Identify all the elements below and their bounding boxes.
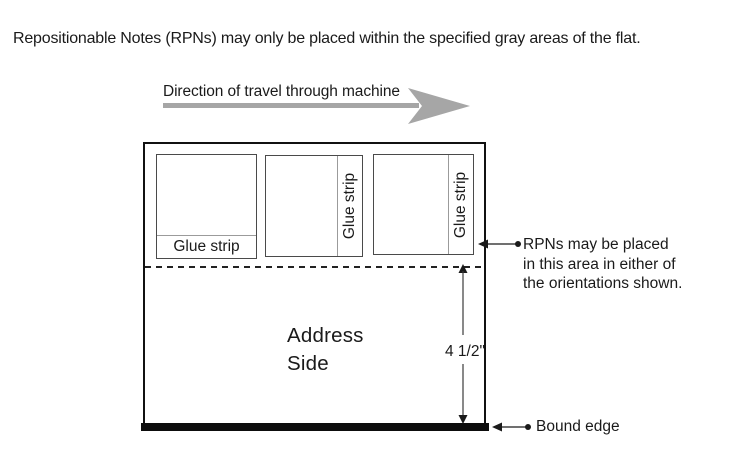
intro-text: Repositionable Notes (RPNs) may only be … (13, 30, 641, 47)
glue-strip-horizontal: Glue strip (157, 235, 256, 258)
dimension-arrow-icon (458, 264, 468, 424)
glue-strip-vertical: Glue strip (337, 156, 362, 256)
rpn-note-glue-right-2: Glue strip (373, 154, 474, 255)
rpn-note-glue-right-1: Glue strip (265, 155, 363, 257)
rpn-area-callout-line1: RPNs may be placed (523, 236, 669, 253)
rpn-area-boundary-dashed-line (145, 266, 484, 268)
glue-strip-label: Glue strip (173, 238, 240, 255)
bound-edge-callout-text: Bound edge (536, 418, 620, 435)
rpn-area-callout-line2: in this area in either of (523, 255, 676, 273)
address-side-label: Address Side (287, 322, 364, 378)
direction-arrow-head-icon (408, 88, 470, 124)
address-side-line1: Address (287, 324, 364, 347)
glue-strip-vertical: Glue strip (448, 155, 473, 254)
rpn-note-glue-bottom: Glue strip (156, 154, 257, 259)
dimension-label: 4 1/2" (445, 343, 485, 360)
bound-edge-callout-arrow-icon (492, 422, 531, 432)
glue-strip-label: Glue strip (452, 171, 469, 238)
direction-arrow-shaft (163, 103, 419, 108)
glue-strip-label: Glue strip (341, 172, 358, 240)
rpn-area-callout-text: RPNs may be placed in this area in eithe… (523, 235, 682, 294)
address-side-line2: Side (287, 352, 329, 375)
bound-edge-bar (141, 423, 489, 431)
direction-of-travel-label: Direction of travel through machine (163, 83, 400, 100)
rpn-area-callout-arrow-icon (478, 239, 521, 249)
rpn-area-callout-line3: the orientations shown. (523, 275, 683, 292)
